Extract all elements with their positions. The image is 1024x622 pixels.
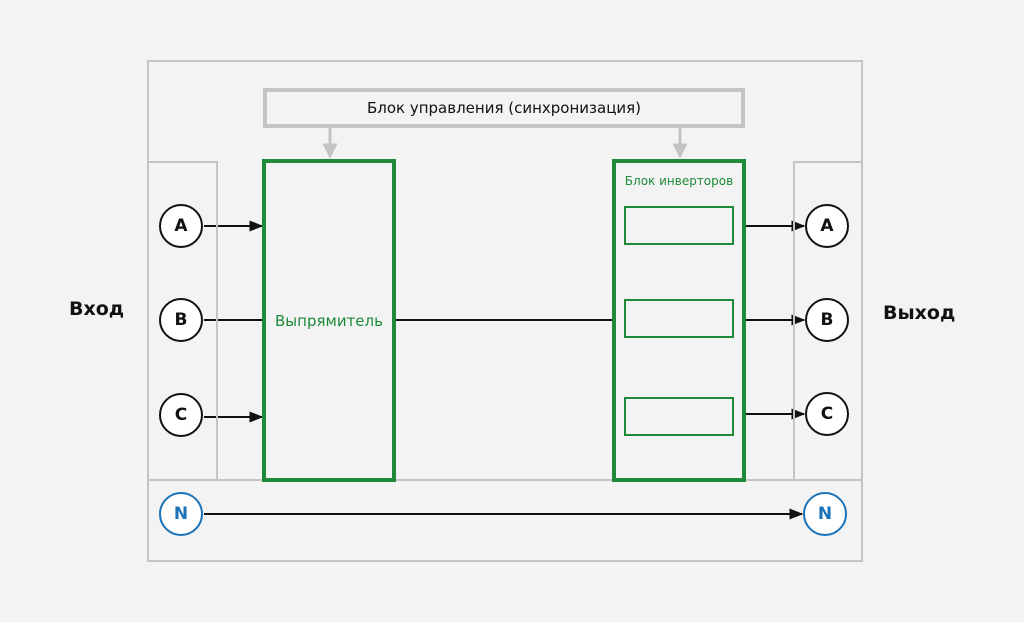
output-label: Выход bbox=[883, 302, 956, 324]
output-neutral-node: N bbox=[803, 492, 847, 536]
inverter-cell-a bbox=[624, 206, 734, 245]
inverter-cell-c bbox=[624, 397, 734, 436]
rectifier-block: Выпрямитель bbox=[262, 159, 396, 482]
control-unit-block: Блок управления (синхронизация) bbox=[263, 88, 745, 128]
rectifier-label: Выпрямитель bbox=[275, 311, 383, 330]
output-node-a: A bbox=[805, 204, 849, 248]
input-node-c: C bbox=[159, 393, 203, 437]
output-node-b: B bbox=[805, 298, 849, 342]
inverter-block bbox=[612, 159, 746, 482]
input-node-a: A bbox=[159, 204, 203, 248]
neutral-divider bbox=[147, 479, 863, 481]
inverter-cell-b bbox=[624, 299, 734, 338]
output-node-c: C bbox=[805, 392, 849, 436]
inverter-block-label: Блок инверторов bbox=[624, 174, 734, 188]
input-label: Вход bbox=[69, 298, 125, 320]
input-node-b: B bbox=[159, 298, 203, 342]
control-unit-label: Блок управления (синхронизация) bbox=[366, 99, 642, 117]
input-neutral-node: N bbox=[159, 492, 203, 536]
device-frame bbox=[147, 60, 863, 562]
